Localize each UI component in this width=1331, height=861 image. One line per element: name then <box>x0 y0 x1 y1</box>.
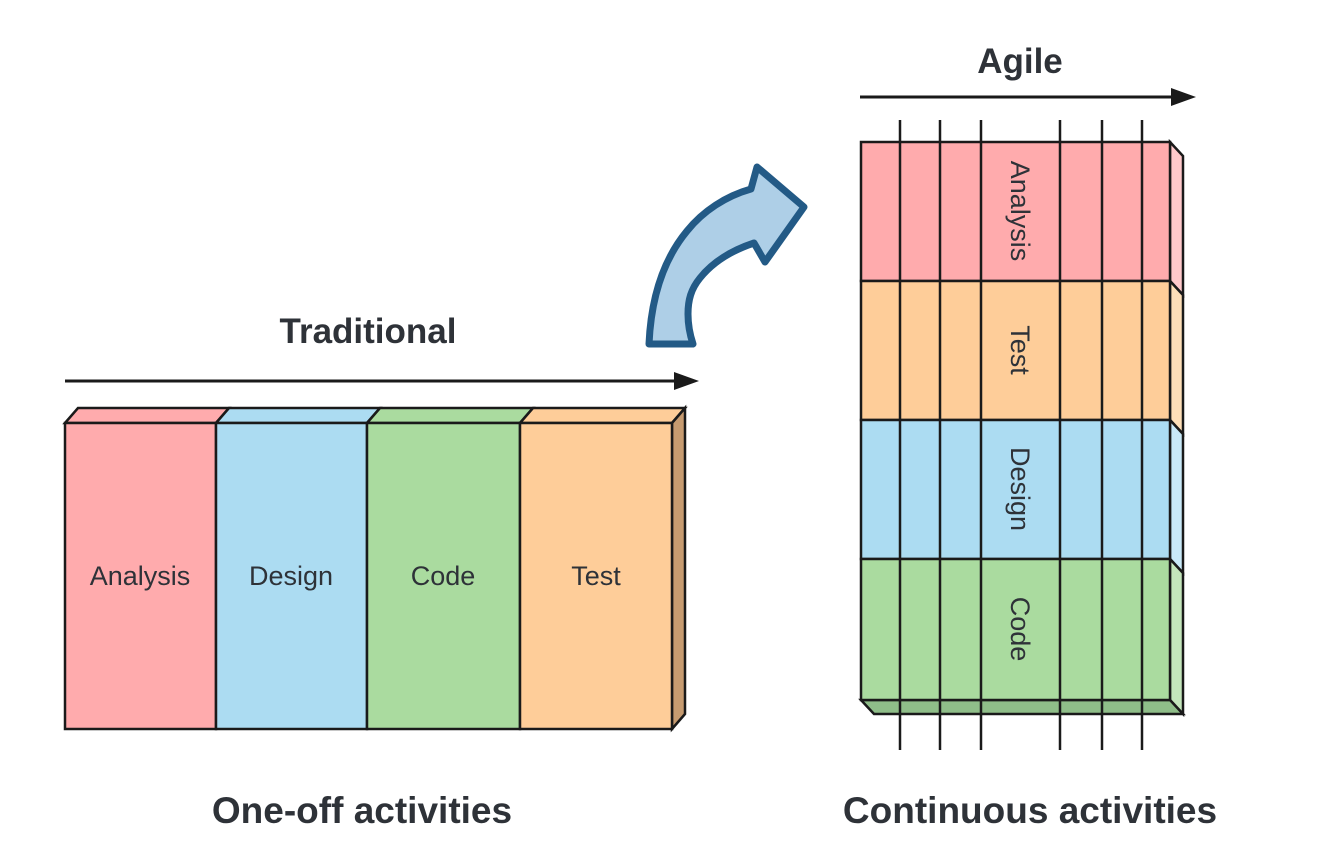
segment-top-design <box>213 406 383 425</box>
segment-analysis <box>63 421 218 731</box>
agile-title: Agile <box>977 42 1063 81</box>
segment-top-test <box>517 406 688 425</box>
agile-box: Analysis Test Design Code <box>858 120 1186 750</box>
agile-caption: Continuous activities <box>843 790 1217 831</box>
traditional-timeline-arrow <box>65 372 699 390</box>
band-label-test: Test <box>1005 325 1035 375</box>
traditional-arrowhead-icon <box>674 372 699 390</box>
box-bottom-face <box>858 698 1186 716</box>
traditional-caption: One-off activities <box>212 790 512 831</box>
traditional-box: Analysis Design Code Test <box>62 404 688 733</box>
band-label-design: Design <box>1005 447 1035 531</box>
band-code <box>859 557 1172 702</box>
segment-design <box>214 421 369 731</box>
segment-label-code: Code <box>411 561 476 591</box>
traditional-diagram: Traditional Analysis Design Code Test O <box>62 312 699 831</box>
band-test <box>859 279 1172 422</box>
band-label-code: Code <box>1005 597 1035 662</box>
transform-curved-arrow-icon <box>645 163 808 348</box>
segment-label-test: Test <box>571 561 621 591</box>
band-analysis <box>859 140 1172 283</box>
band-side-design <box>1168 416 1185 577</box>
segment-test <box>518 421 674 731</box>
segment-label-analysis: Analysis <box>90 561 191 591</box>
agile-arrowhead-icon <box>1171 88 1196 106</box>
segment-code <box>365 421 522 731</box>
box-side-face <box>670 404 687 733</box>
segment-top-analysis <box>62 406 232 425</box>
segment-label-design: Design <box>249 561 333 591</box>
band-side-test <box>1168 277 1185 438</box>
traditional-title: Traditional <box>280 312 457 351</box>
band-design <box>859 418 1172 561</box>
iteration-lines <box>898 120 1144 750</box>
band-side-code <box>1168 555 1185 718</box>
agile-timeline-arrow <box>860 88 1196 106</box>
band-side-analysis <box>1168 138 1185 299</box>
band-label-analysis: Analysis <box>1005 161 1035 262</box>
segment-top-code <box>364 406 536 425</box>
agile-diagram: Agile Analysis Test Design Code <box>843 42 1217 831</box>
